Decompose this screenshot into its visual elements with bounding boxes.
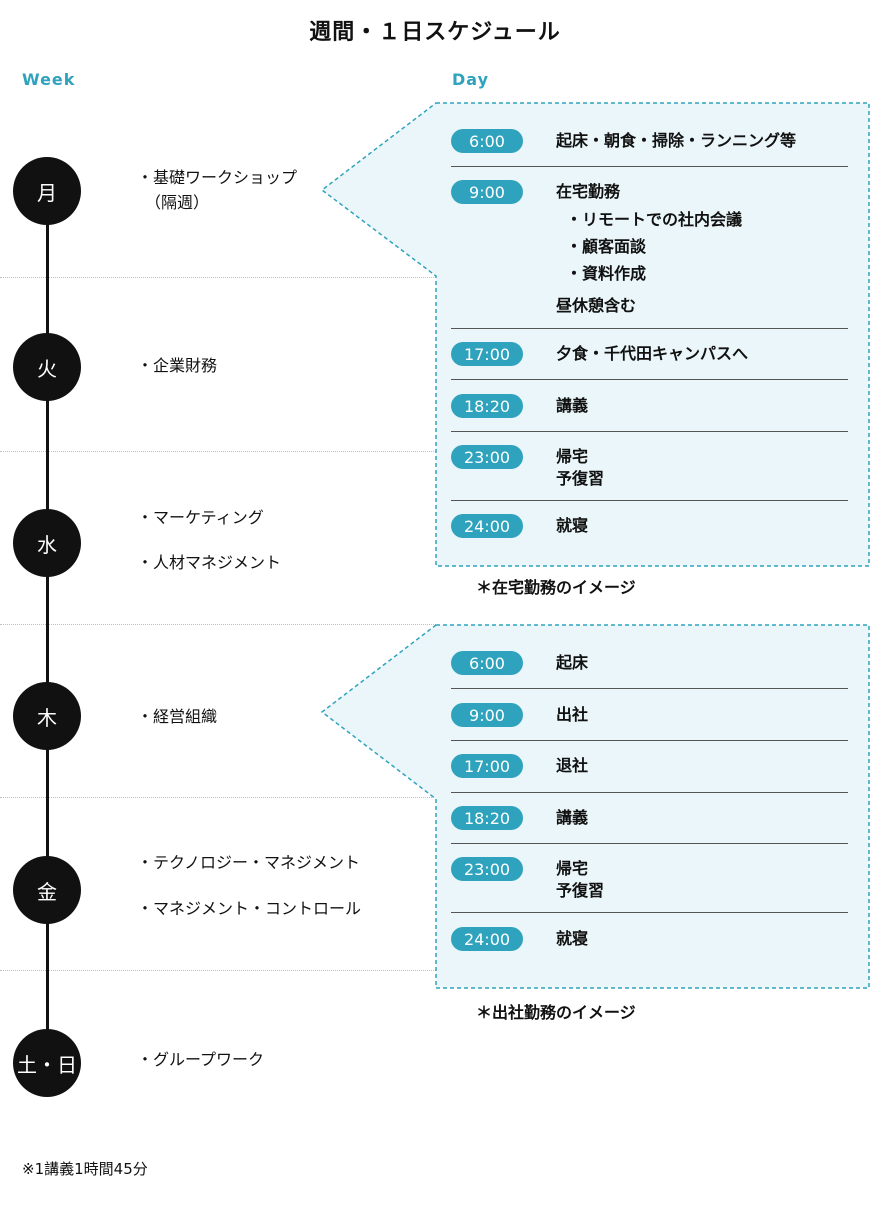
course-item: ・マーケティング [137,508,264,527]
callout-office [320,624,870,989]
footnote: ※1講義1時間45分 [22,1160,148,1178]
schedule-text: 起床・朝食・掃除・ランニング等 [556,131,797,150]
row-divider [451,328,848,329]
time-pill: 6:00 [451,651,523,675]
row-divider [451,688,848,689]
schedule-text: 就寝 [556,516,589,535]
row-divider [451,792,848,793]
schedule-text: 昼休憩含む [556,296,637,315]
course-item: ・グループワーク [137,1050,265,1069]
time-pill: 18:20 [451,394,523,418]
time-pill: 9:00 [451,703,523,727]
home-note: ＊在宅勤務のイメージ [476,578,636,597]
course-item: ・企業財務 [137,356,218,375]
office-note: ＊出社勤務のイメージ [476,1003,636,1022]
day-circle-thu: 木 [13,682,81,750]
schedule-text: 講義 [556,808,589,827]
separator-line [0,451,436,452]
time-pill: 24:00 [451,927,523,951]
schedule-text: 夕食・千代田キャンパスへ [556,344,749,363]
schedule-text: 在宅勤務 [556,182,621,201]
time-pill: 23:00 [451,445,523,469]
schedule-text: 予復習 [556,469,605,488]
separator-line [0,624,436,625]
course-item: ・人材マネジメント [137,553,282,572]
course-note: （隔週） [145,193,210,212]
separator-line [0,277,436,278]
time-pill: 18:20 [451,806,523,830]
schedule-text: 起床 [556,653,589,672]
callout-home [320,102,870,567]
time-pill: 17:00 [451,754,523,778]
timeline-line [46,190,49,1065]
week-header: Week [22,70,76,89]
course-item: ・基礎ワークショップ [137,168,298,187]
schedule-text: 帰宅 [556,447,589,466]
schedule-text: 出社 [556,705,589,724]
time-pill: 9:00 [451,180,523,204]
row-divider [451,843,848,844]
schedule-subitem: ・資料作成 [566,264,647,283]
day-circle-fri: 金 [13,856,81,924]
course-item: ・マネジメント・コントロール [137,899,362,918]
page-title: 週間・１日スケジュール [309,20,561,45]
row-divider [451,379,848,380]
row-divider [451,166,848,167]
time-pill: 24:00 [451,514,523,538]
day-circle-tue: 火 [13,333,81,401]
day-circle-weekend: 土・日 [13,1029,81,1097]
row-divider [451,500,848,501]
time-pill: 17:00 [451,342,523,366]
row-divider [451,431,848,432]
course-item: ・テクノロジー・マネジメント [137,853,361,872]
time-pill: 23:00 [451,857,523,881]
schedule-text: 予復習 [556,881,605,900]
schedule-text: 帰宅 [556,859,589,878]
row-divider [451,740,848,741]
time-pill: 6:00 [451,129,523,153]
day-circle-mon: 月 [13,157,81,225]
schedule-subitem: ・リモートでの社内会議 [566,210,743,229]
separator-line [0,797,436,798]
course-item: ・経営組織 [137,707,218,726]
row-divider [451,912,848,913]
separator-line [0,970,436,971]
day-header: Day [452,70,490,89]
schedule-text: 就寝 [556,929,589,948]
day-circle-wed: 水 [13,509,81,577]
schedule-text: 退社 [556,756,589,775]
schedule-subitem: ・顧客面談 [566,237,647,256]
schedule-text: 講義 [556,396,589,415]
